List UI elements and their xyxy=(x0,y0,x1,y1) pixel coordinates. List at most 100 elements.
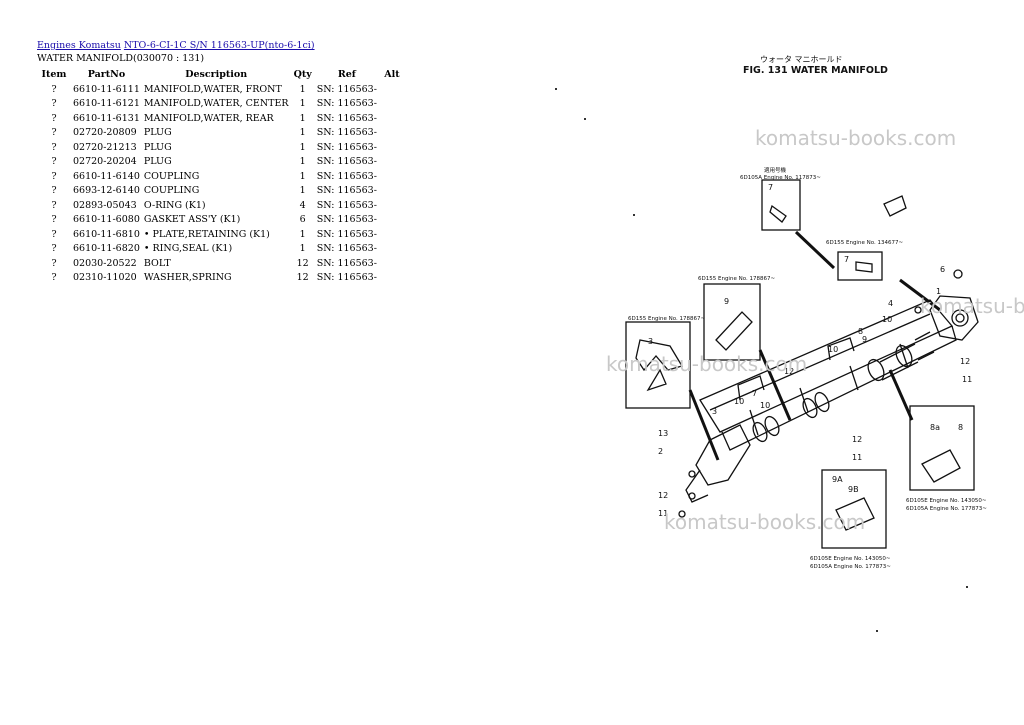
exploded-parts-figure: ウォータ マニホールド FIG. 131 WATER MANIFOLD xyxy=(600,40,1024,700)
cell-ref: SN: 116563- xyxy=(316,228,377,240)
cell-qty: 1 xyxy=(299,127,306,139)
cell-qty: 1 xyxy=(299,228,306,240)
callout-number: 1 xyxy=(936,287,941,296)
cell-qty: 6 xyxy=(299,214,306,226)
cell-description: MANIFOLD,WATER, REAR xyxy=(143,112,274,124)
cell-alt xyxy=(379,271,405,286)
o-ring xyxy=(867,358,885,382)
note-text: 6D105E Engine No. 143050~ xyxy=(906,498,987,504)
cell-item: ? xyxy=(51,83,57,95)
cell-description: WASHER,SPRING xyxy=(143,272,232,284)
manifold-lower-edge xyxy=(721,325,957,451)
cell-description: BOLT xyxy=(143,257,171,269)
col-header-alt: Alt xyxy=(384,68,400,80)
note-text: 6D105A Engine No. 177873~ xyxy=(906,506,987,512)
cell-alt xyxy=(379,198,405,213)
callout-number: 9 xyxy=(724,297,729,306)
cell-item: ? xyxy=(51,272,57,284)
cell-qty: 1 xyxy=(299,141,306,153)
cell-qty: 1 xyxy=(299,156,306,168)
cell-ref: SN: 116563- xyxy=(316,170,377,182)
cell-partno: 02720-20204 xyxy=(73,156,137,168)
cell-qty: 1 xyxy=(299,98,306,110)
cell-ref: SN: 116563- xyxy=(316,214,377,226)
cell-partno: 02893-05043 xyxy=(73,199,137,211)
cell-alt xyxy=(379,227,405,242)
breadcrumb-link-model[interactable]: NTO-6-CI-1C S/N 116563-UP(nto-6-1ci) xyxy=(123,40,315,51)
small-part xyxy=(883,195,907,217)
cell-description: MANIFOLD,WATER, FRONT xyxy=(143,83,282,95)
cell-description: COUPLING xyxy=(143,185,200,197)
cell-alt xyxy=(379,184,405,199)
cell-ref: SN: 116563- xyxy=(316,112,377,124)
detail-box-9a xyxy=(821,469,887,549)
coupling-detail xyxy=(715,311,753,351)
cell-partno: 6610-11-6140 xyxy=(73,170,140,182)
cell-ref: SN: 116563- xyxy=(316,272,377,284)
cell-ref: SN: 116563- xyxy=(316,127,377,139)
cell-qty: 1 xyxy=(299,170,306,182)
scan-speck xyxy=(584,118,586,120)
parts-table: Item PartNo Description Qty Ref Alt ?661… xyxy=(37,66,405,285)
callout-number: 2 xyxy=(658,447,663,456)
callout-number: 10 xyxy=(760,401,770,410)
cell-item: ? xyxy=(51,156,57,168)
cell-item: ? xyxy=(51,228,57,240)
breadcrumb: Engines Komatsu NTO-6-CI-1C S/N 116563-U… xyxy=(37,40,315,51)
coupling-detail xyxy=(921,449,961,483)
cell-alt xyxy=(379,169,405,184)
detail-box-9 xyxy=(703,283,761,361)
callout-number: 12 xyxy=(784,367,794,376)
watermark: komatsu-books.com xyxy=(755,126,957,150)
cell-ref: SN: 116563- xyxy=(316,98,377,110)
breadcrumb-link-engines[interactable]: Engines Komatsu xyxy=(37,40,121,51)
cell-partno: 02720-20809 xyxy=(73,127,137,139)
cell-partno: 6610-11-6111 xyxy=(73,83,140,95)
cell-qty: 4 xyxy=(299,199,306,211)
detail-box-3 xyxy=(625,321,691,409)
washer xyxy=(688,492,696,500)
cell-qty: 1 xyxy=(299,243,306,255)
scan-speck xyxy=(966,586,968,588)
col-header-description: Description xyxy=(185,68,248,80)
detail-box-7 xyxy=(761,179,801,231)
cell-alt xyxy=(379,213,405,228)
callout-number: 12 xyxy=(960,357,970,366)
callout-number: 7 xyxy=(752,389,757,398)
cell-partno: 6693-12-6140 xyxy=(73,185,140,197)
cell-item: ? xyxy=(51,199,57,211)
cell-item: ? xyxy=(51,214,57,226)
watermark: komatsu-books.com xyxy=(664,510,866,534)
plug-detail xyxy=(855,261,873,273)
callout-number: 11 xyxy=(962,375,972,384)
scan-speck xyxy=(876,630,878,632)
callout-number: 7 xyxy=(844,255,849,264)
cell-ref: SN: 116563- xyxy=(316,243,377,255)
cell-item: ? xyxy=(51,243,57,255)
watermark: komatsu-books.com xyxy=(606,352,808,376)
col-header-partno: PartNo xyxy=(87,68,126,80)
detail-box-7b xyxy=(837,251,883,281)
cell-partno: 6610-11-6080 xyxy=(73,214,140,226)
plug xyxy=(914,306,922,314)
coupling-pipe xyxy=(879,343,919,381)
col-header-qty: Qty xyxy=(293,68,312,80)
washer xyxy=(678,510,686,518)
cell-item: ? xyxy=(51,170,57,182)
callout-number: 11 xyxy=(852,453,862,462)
manifold-edge xyxy=(709,313,931,411)
cell-description: • RING,SEAL (K1) xyxy=(143,243,233,255)
coupling-stub xyxy=(914,331,935,361)
cell-alt xyxy=(379,111,405,126)
bolt xyxy=(794,230,836,270)
manifold-bosses xyxy=(737,337,855,401)
cell-alt xyxy=(379,126,405,141)
col-header-item: Item xyxy=(41,68,67,80)
cell-qty: 1 xyxy=(299,112,306,124)
